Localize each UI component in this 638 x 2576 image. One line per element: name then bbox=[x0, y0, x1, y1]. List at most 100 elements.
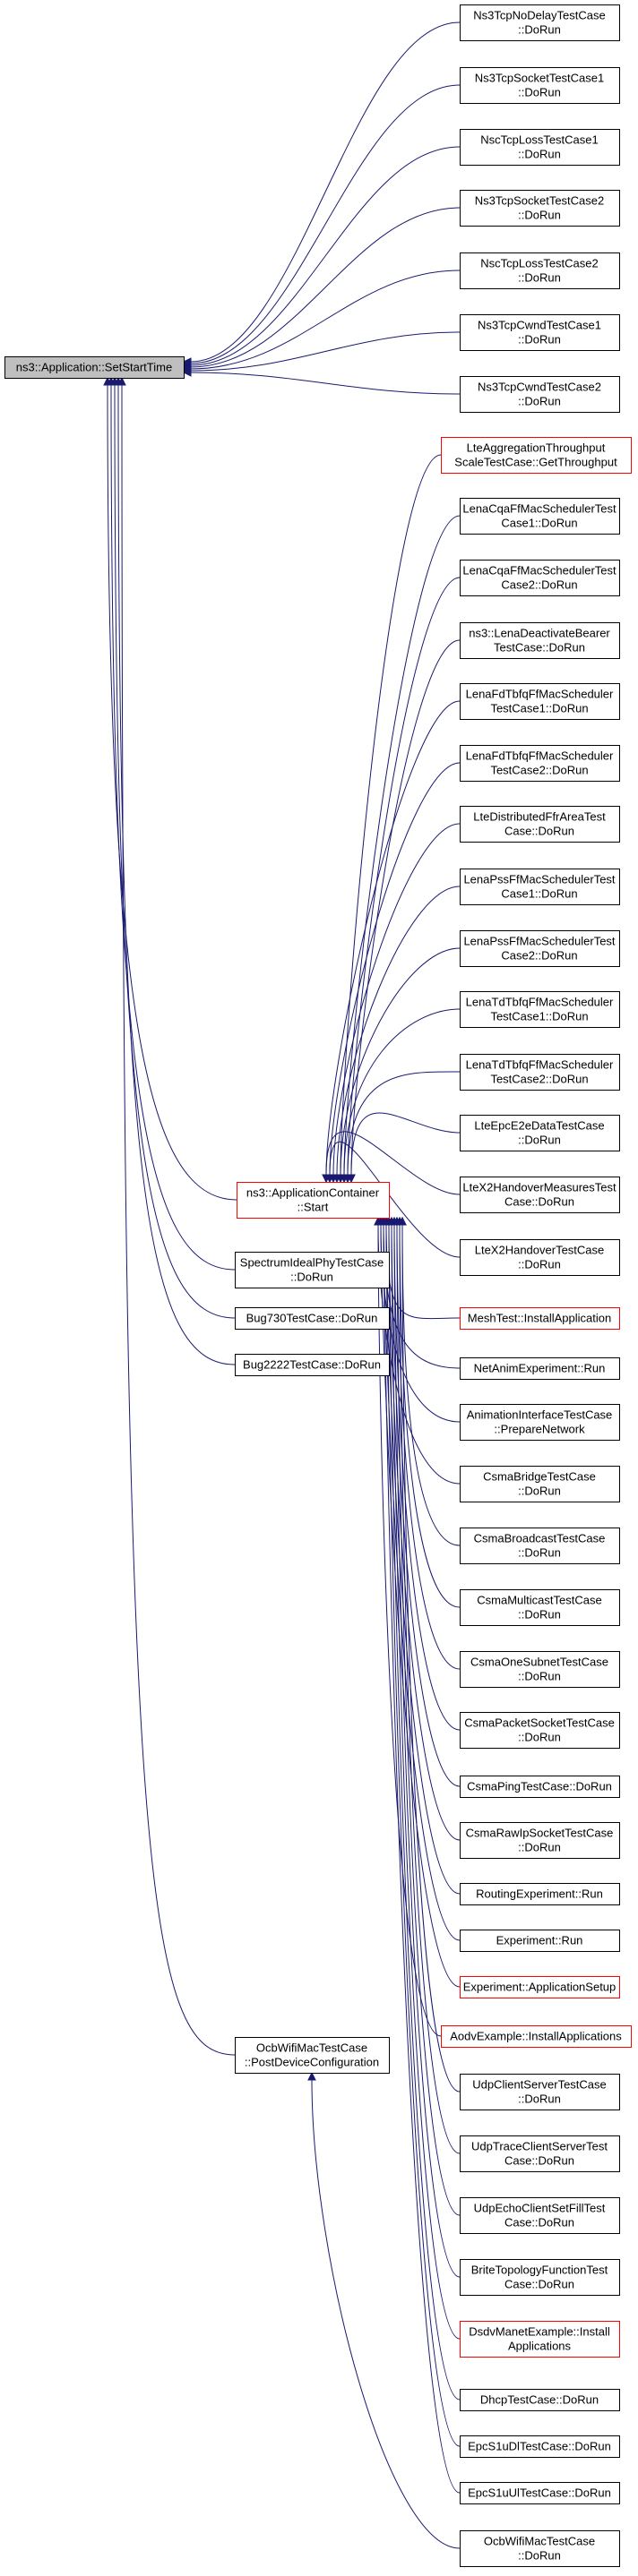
node-box bbox=[460, 1307, 620, 1330]
node-label: Bug2222TestCase::DoRun bbox=[243, 1358, 381, 1372]
node-box bbox=[460, 129, 620, 166]
edge-r6-to-root bbox=[190, 372, 461, 395]
node-label: LteAggregationThroughput bbox=[467, 441, 606, 455]
node-csmaonesubnettestcase-dorun[interactable]: CsmaOneSubnetTestCase::DoRun bbox=[460, 1651, 620, 1688]
node-lteepce2edatatestcase-dorun[interactable]: LteEpcE2eDataTestCase::DoRun bbox=[460, 1115, 620, 1151]
edge-bug730-to-root bbox=[114, 384, 236, 1319]
node-label: ::DoRun bbox=[290, 1271, 333, 1284]
node-animationinterfacetestcase-preparenetwork[interactable]: AnimationInterfaceTestCase::PrepareNetwo… bbox=[460, 1404, 620, 1441]
edge-r43-to-ocb_post bbox=[311, 2079, 461, 2549]
node-nsctcplosstestcase1-dorun[interactable]: NscTcpLossTestCase1::DoRun bbox=[460, 129, 620, 166]
node-box bbox=[460, 1404, 620, 1441]
node-csmapacketsockettestcase-dorun[interactable]: CsmaPacketSocketTestCase::DoRun bbox=[460, 1712, 620, 1749]
node-experiment-run[interactable]: Experiment::Run bbox=[460, 1930, 620, 1952]
edge-r16-to-appc_start bbox=[343, 1008, 461, 1176]
node-epcs1udltestcase-dorun[interactable]: EpcS1uDlTestCase::DoRun bbox=[460, 2435, 620, 2458]
node-udpclientservertestcase-dorun[interactable]: UdpClientServerTestCase::DoRun bbox=[460, 2074, 620, 2110]
node-ns3tcpsockettestcase2-dorun[interactable]: Ns3TcpSocketTestCase2::DoRun bbox=[460, 190, 620, 227]
node-label: Ns3TcpSocketTestCase2 bbox=[475, 194, 605, 208]
edge-r42-to-appc_start bbox=[383, 1224, 461, 2494]
node-label: RoutingExperiment::Run bbox=[476, 1887, 603, 1901]
node-epcs1uultestcase-dorun[interactable]: EpcS1uUlTestCase::DoRun bbox=[460, 2482, 620, 2504]
call-edges bbox=[103, 21, 461, 2549]
node-dsdvmanetexample-installapplications[interactable]: DsdvManetExample::InstallApplications bbox=[460, 2321, 620, 2358]
node-ocbwifimactestcase-postdeviceconfiguration[interactable]: OcbWifiMacTestCase::PostDeviceConfigurat… bbox=[235, 2037, 390, 2074]
node-csmabridgetestcase-dorun[interactable]: CsmaBridgeTestCase::DoRun bbox=[460, 1466, 620, 1502]
node-label: Ns3TcpCwndTestCase2 bbox=[478, 381, 601, 394]
node-csmamulticasttestcase-dorun[interactable]: CsmaMulticastTestCase::DoRun bbox=[460, 1589, 620, 1626]
node-label: Experiment::ApplicationSetup bbox=[463, 1981, 616, 1994]
node-box bbox=[460, 1239, 620, 1276]
node-box bbox=[460, 622, 620, 659]
node-experiment-applicationsetup[interactable]: Experiment::ApplicationSetup bbox=[460, 1976, 620, 1998]
node-ns3tcpcwndtestcase2-dorun[interactable]: Ns3TcpCwndTestCase2::DoRun bbox=[460, 376, 620, 413]
node-label: CsmaOneSubnetTestCase bbox=[470, 1656, 608, 1669]
node-routingexperiment-run[interactable]: RoutingExperiment::Run bbox=[460, 1883, 620, 1905]
edge-r33-to-appc_start bbox=[380, 1224, 461, 1988]
node-nsctcplosstestcase2-dorun[interactable]: NscTcpLossTestCase2::DoRun bbox=[460, 252, 620, 289]
node-label: LenaPssFfMacSchedulerTest bbox=[463, 935, 615, 948]
node-box bbox=[4, 356, 185, 379]
node-bug730testcase-dorun[interactable]: Bug730TestCase::DoRun bbox=[235, 1307, 390, 1330]
node-label: Case2::DoRun bbox=[501, 949, 577, 963]
edge-r12-to-appc_start bbox=[329, 762, 461, 1176]
node-label: ::PostDeviceConfiguration bbox=[245, 2056, 379, 2069]
edge-r37-to-appc_start bbox=[396, 1224, 461, 2216]
edge-r17-to-appc_start bbox=[347, 1071, 461, 1176]
node-box bbox=[460, 2389, 620, 2411]
node-csmabroadcasttestcase-dorun[interactable]: CsmaBroadcastTestCase::DoRun bbox=[460, 1528, 620, 1564]
node-box bbox=[460, 1822, 620, 1859]
node-label: DhcpTestCase::DoRun bbox=[480, 2393, 599, 2407]
node-label: Case::DoRun bbox=[504, 2278, 574, 2291]
edge-spectrum-to-root bbox=[110, 384, 236, 1271]
node-ns3tcpnodelaytestcase-dorun[interactable]: Ns3TcpNoDelayTestCase::DoRun bbox=[460, 4, 620, 41]
node-label: LteX2HandoverTestCase bbox=[475, 1244, 605, 1257]
node-ns3tcpcwndtestcase1-dorun[interactable]: Ns3TcpCwndTestCase1::DoRun bbox=[460, 314, 620, 351]
node-label: Case1::DoRun bbox=[501, 887, 577, 901]
node-box bbox=[460, 1054, 620, 1091]
node-csmarawipsockettestcase-dorun[interactable]: CsmaRawIpSocketTestCase::DoRun bbox=[460, 1822, 620, 1859]
edge-r14-to-appc_start bbox=[336, 886, 461, 1176]
node-aodvexample-installapplications[interactable]: AodvExample::InstallApplications bbox=[441, 2025, 632, 2048]
node-csmapingtestcase-dorun[interactable]: CsmaPingTestCase::DoRun bbox=[460, 1776, 620, 1798]
node-ltex2handovertestcase-dorun[interactable]: LteX2HandoverTestCase::DoRun bbox=[460, 1239, 620, 1276]
node-box bbox=[460, 1976, 620, 1998]
edge-r0-to-root bbox=[190, 21, 461, 363]
node-dhcptestcase-dorun[interactable]: DhcpTestCase::DoRun bbox=[460, 2389, 620, 2411]
node-ocbwifimactestcase-dorun[interactable]: OcbWifiMacTestCase::DoRun bbox=[460, 2530, 620, 2567]
node-meshtest-installapplication[interactable]: MeshTest::InstallApplication bbox=[460, 1307, 620, 1330]
node-lteaggregationthroughputscaletestcase-getthroughput[interactable]: LteAggregationThroughputScaleTestCase::G… bbox=[441, 437, 632, 474]
node-box bbox=[460, 2530, 620, 2567]
node-label: TestCase2::DoRun bbox=[490, 1073, 588, 1086]
edge-ocb_post-to-root bbox=[121, 384, 236, 2056]
node-ns3-application-setstarttime[interactable]: ns3::Application::SetStartTime bbox=[4, 356, 185, 379]
node-label: LenaFdTbfqFfMacScheduler bbox=[466, 749, 614, 763]
node-netanimexperiment-run[interactable]: NetAnimExperiment::Run bbox=[460, 1357, 620, 1380]
node-label: Ns3TcpCwndTestCase1 bbox=[478, 319, 601, 332]
node-ns3-applicationcontainer-start[interactable]: ns3::ApplicationContainer::Start bbox=[237, 1182, 390, 1219]
node-label: UdpEchoClientSetFillTest bbox=[474, 2202, 606, 2215]
node-box bbox=[460, 560, 620, 596]
node-label: Bug730TestCase::DoRun bbox=[246, 1312, 378, 1325]
node-label: Case1::DoRun bbox=[501, 517, 577, 530]
node-spectrumidealphytestcase-dorun[interactable]: SpectrumIdealPhyTestCase::DoRun bbox=[235, 1252, 390, 1288]
node-box bbox=[235, 2037, 390, 2074]
node-ns3tcpsockettestcase1-dorun[interactable]: Ns3TcpSocketTestCase1::DoRun bbox=[460, 67, 620, 104]
node-bug2222testcase-dorun[interactable]: Bug2222TestCase::DoRun bbox=[235, 1354, 390, 1376]
node-box bbox=[460, 498, 620, 535]
node-label: LenaCqaFfMacSchedulerTest bbox=[462, 502, 616, 516]
